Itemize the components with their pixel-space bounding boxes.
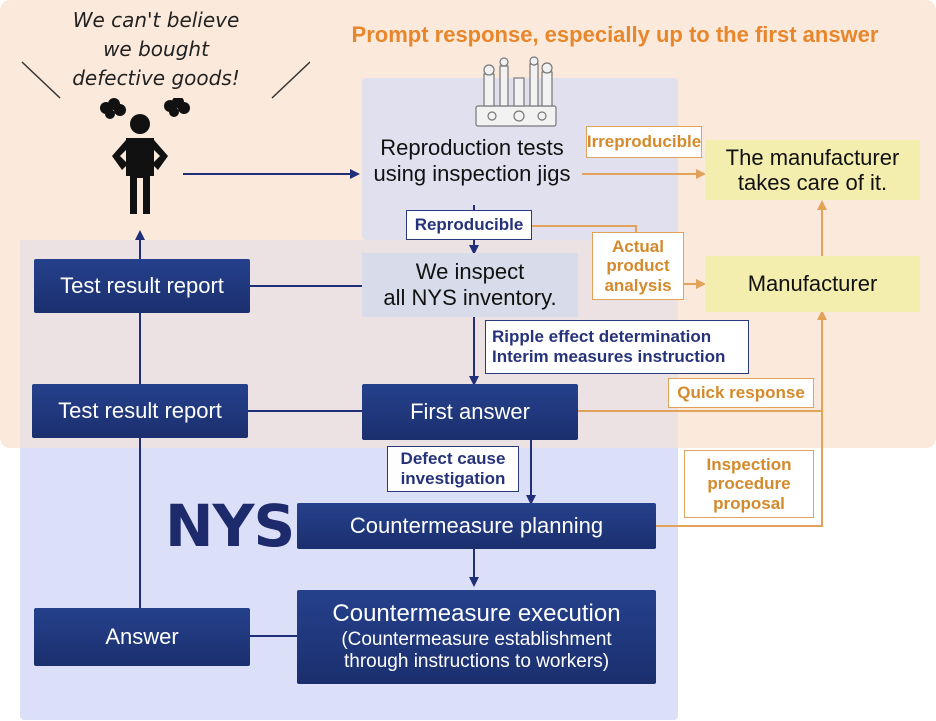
manufacturer-takes-care-line-2: takes care of it. xyxy=(737,170,888,195)
customer-speech: We can't believe we bought defective goo… xyxy=(72,8,240,90)
reproduction-tests-line-2: using inspection jigs xyxy=(373,161,571,186)
actual-product-analysis-line-1: Actual xyxy=(612,236,664,256)
quick-response-label: Quick response xyxy=(668,378,814,408)
irreproducible-label: Irreproducible xyxy=(586,126,702,158)
countermeasure-execution-title: Countermeasure execution xyxy=(332,600,621,628)
test-result-report-1: Test result report xyxy=(34,259,250,313)
inspect-inventory-node: We inspect all NYS inventory. xyxy=(362,253,578,317)
defect-cause-label: Defect cause investigation xyxy=(387,446,519,492)
inspect-inventory-line-1: We inspect xyxy=(415,259,525,285)
manufacturer-takes-care-node: The manufacturer takes care of it. xyxy=(705,140,920,200)
manufacturer-takes-care-line-1: The manufacturer xyxy=(725,144,900,170)
first-answer-node: First answer xyxy=(362,384,578,440)
countermeasure-execution-node: Countermeasure execution (Countermeasure… xyxy=(297,590,656,684)
ripple-effect-label: Ripple effect determination Interim meas… xyxy=(485,320,749,374)
reproducible-label: Reproducible xyxy=(406,210,532,240)
nys-label: NYS xyxy=(165,492,295,560)
reproduction-tests-line-1: Reproduction tests xyxy=(380,135,564,161)
answer-node: Answer xyxy=(34,608,250,666)
angry-person-icon xyxy=(100,98,190,214)
defect-cause-line-1: Defect cause xyxy=(400,449,506,469)
speech-lines-icon xyxy=(21,61,310,99)
inspection-procedure-line-3: proposal xyxy=(713,493,785,513)
banner-title: Prompt response, especially up to the fi… xyxy=(351,22,879,47)
inspection-procedure-label: Inspection procedure proposal xyxy=(684,450,814,518)
defect-cause-line-2: investigation xyxy=(400,469,506,488)
reproduction-tests-node: Reproduction tests using inspection jigs xyxy=(362,132,582,190)
actual-product-analysis-line-3: analysis xyxy=(604,275,672,295)
actual-product-analysis-line-2: product xyxy=(606,256,670,276)
actual-product-analysis-label: Actual product analysis xyxy=(592,232,684,300)
countermeasure-planning-node: Countermeasure planning xyxy=(297,503,656,549)
ripple-effect-line-1: Ripple effect determination xyxy=(492,327,712,347)
countermeasure-execution-detail-2: through instructions to workers) xyxy=(343,651,610,673)
countermeasure-execution-detail-1: (Countermeasure establishment xyxy=(341,628,612,650)
test-result-report-2: Test result report xyxy=(32,384,248,438)
inspection-procedure-line-2: procedure xyxy=(707,474,791,494)
manufacturer-node: Manufacturer xyxy=(705,256,920,312)
ripple-effect-line-2: Interim measures instruction xyxy=(492,347,726,366)
inspection-procedure-line-1: Inspection xyxy=(706,454,792,474)
inspection-jigs-icon xyxy=(475,56,557,127)
inspect-inventory-line-2: all NYS inventory. xyxy=(383,285,557,310)
